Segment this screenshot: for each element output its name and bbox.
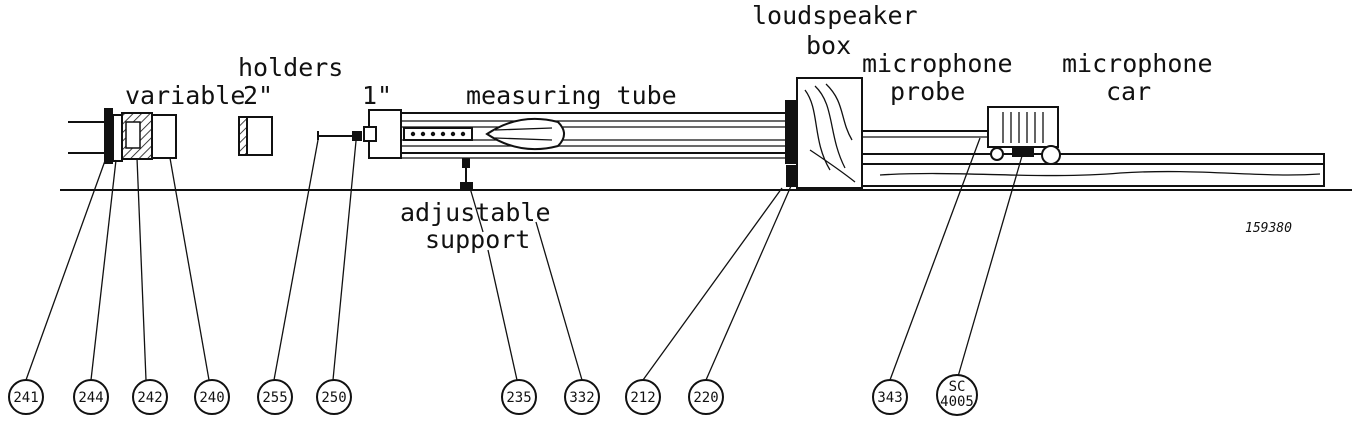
- adjustable-support: [460, 158, 473, 189]
- label-box: box: [806, 31, 851, 60]
- label-variable: variable: [125, 81, 245, 110]
- callout-240-text: 240: [199, 390, 224, 406]
- callout-250: 250: [316, 379, 352, 415]
- sample-holder-assembly: [68, 108, 177, 164]
- callout-220: 220: [688, 379, 724, 415]
- callout-sc4005-line1: SC: [949, 379, 966, 395]
- callout-242: 242: [132, 379, 168, 415]
- callout-343-text: 343: [877, 390, 902, 406]
- callout-212-text: 212: [630, 390, 655, 406]
- callout-212: 212: [625, 379, 661, 415]
- label-microphone-car-line2: car: [1106, 77, 1151, 106]
- label-microphone-probe-line1: microphone: [862, 49, 1013, 78]
- callout-244-text: 244: [78, 390, 103, 406]
- callout-240: 240: [194, 379, 230, 415]
- figure-number: 159380: [1245, 221, 1292, 236]
- label-microphone-car-line1: microphone: [1062, 49, 1213, 78]
- rail-and-probe: [861, 130, 1325, 187]
- label-measuring-tube: measuring tube: [466, 81, 677, 110]
- label-microphone-probe-line2: probe: [890, 77, 965, 106]
- callout-250-text: 250: [321, 390, 346, 406]
- callout-332: 332: [564, 379, 600, 415]
- callout-343: 343: [872, 379, 908, 415]
- callout-244: 244: [73, 379, 109, 415]
- callout-255-text: 255: [262, 390, 287, 406]
- leader-lines: [25, 137, 1023, 381]
- label-loudspeaker: loudspeaker: [752, 1, 918, 30]
- callout-332-text: 332: [569, 390, 594, 406]
- holder-2-inch: [238, 116, 273, 156]
- callout-242-text: 242: [137, 390, 162, 406]
- callout-235-text: 235: [506, 390, 531, 406]
- callout-235: 235: [501, 379, 537, 415]
- callout-241: 241: [8, 379, 44, 415]
- label-adjustable: adjustable: [400, 198, 551, 227]
- label-support: support: [425, 225, 530, 254]
- callout-255: 255: [257, 379, 293, 415]
- callout-sc4005: SC 4005: [936, 374, 978, 416]
- loudspeaker-box: [786, 77, 863, 189]
- microphone-car: [987, 106, 1061, 165]
- label-2-inch: 2": [243, 81, 273, 110]
- plunger-rod: [317, 131, 362, 141]
- callout-241-text: 241: [13, 390, 38, 406]
- callout-220-text: 220: [693, 390, 718, 406]
- label-holders: holders: [238, 53, 343, 82]
- label-1-inch: 1": [362, 81, 392, 110]
- callout-sc4005-line2: 4005: [940, 394, 974, 410]
